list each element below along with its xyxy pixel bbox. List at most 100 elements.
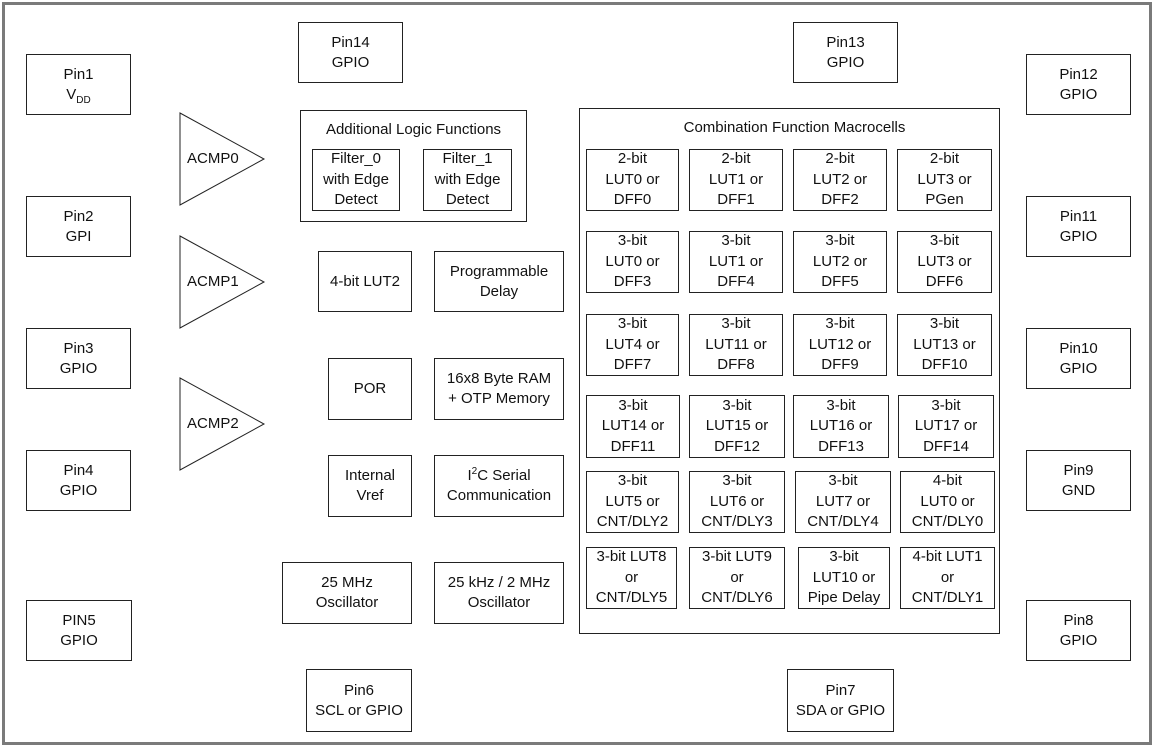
programmable-delay-line1: Programmable [449,262,549,280]
pin6-function: SCL or GPIO [315,701,403,719]
macrocell-line: DFF9 [821,356,859,374]
pin14-box: Pin14 GPIO [298,22,403,83]
ram-line2: + OTP Memory [448,390,550,407]
i2c-superscript: 2 [471,466,478,477]
macrocell-line: or [624,568,639,586]
macrocell-line: 2-bit [929,150,960,168]
ram-line1: 16x8 Byte RAM [446,370,552,387]
macrocells-title: Combination Function Macrocells [683,119,906,136]
macrocell-line: LUT2 or [812,170,868,188]
pin14-label: Pin14 [331,33,370,51]
macrocell-line: LUT14 or [601,417,665,435]
macrocell-line: Pipe Delay [807,589,881,607]
pin1-label: Pin1 [63,65,94,83]
acmp1-triangle-icon [179,235,266,329]
oscillator-25mhz-box: 25 MHz Oscillator [282,562,412,624]
osc25m-line1: 25 MHz [321,574,373,591]
pin9-box: Pin9 GND [1026,450,1131,511]
macrocell-line: LUT12 or [808,335,872,353]
pin8-box: Pin8 GPIO [1026,600,1131,661]
macrocell-line: 3-bit [617,472,648,490]
pin7-function: SDA or GPIO [795,701,886,719]
macrocell-line: LUT5 or [605,492,660,510]
osc25k-line2: Oscillator [467,594,531,611]
i2c-line1: I2C Serial [467,466,531,485]
macrocell-line: 3-bit [617,232,648,250]
macrocell-line: or [730,568,744,586]
macrocell-line: DFF8 [717,356,755,374]
pin5-label: PIN5 [62,611,96,629]
vref-line1: Internal [344,467,396,484]
macrocell-line: DFF10 [921,356,968,374]
macrocell-line: 3-bit [721,315,751,333]
macrocell-line: CNT/DLY2 [596,513,669,531]
osc25m-line2: Oscillator [315,594,379,611]
macrocell-line: 3-bit [929,232,960,250]
pin13-label: Pin13 [826,33,865,51]
macrocell-line: LUT1 or [708,170,764,188]
pin9-label: Pin9 [1063,461,1094,479]
macrocell-line: LUT7 or [815,492,871,510]
macrocell-line: 3-bit [931,396,961,414]
macrocell-line: DFF14 [923,437,969,455]
acmp0-triangle-icon [179,112,266,206]
macrocell-line: DFF12 [714,437,760,455]
macrocell-line: LUT2 or [812,252,868,270]
pin6-label: Pin6 [343,681,375,699]
macrocell-line: DFF6 [925,273,964,291]
pin8-label: Pin8 [1063,611,1094,629]
pin1-box: Pin1 VDD [26,54,131,115]
pin11-box: Pin11 GPIO [1026,196,1131,257]
pin7-box: Pin7 SDA or GPIO [787,669,894,732]
osc25k-line1: 25 kHz / 2 MHz [447,574,551,591]
macrocell-line: LUT3 or [917,170,972,188]
pin11-function: GPIO [1059,227,1098,245]
macrocell-line: LUT10 or [812,568,876,586]
acmp1-label: ACMP1 [187,273,239,290]
filter0-line1: Filter_0 [330,150,382,168]
por-label: POR [353,380,387,397]
programmable-delay-box: Programmable Delay [434,251,564,312]
acmp2-label: ACMP2 [187,415,239,432]
macrocell-line: 3-bit [825,232,855,250]
macrocell-line: 3-bit [618,396,648,414]
pin3-function: GPIO [59,359,98,377]
pin10-box: Pin10 GPIO [1026,328,1131,389]
macrocell-line: CNT/DLY3 [701,513,773,531]
macrocell-line: LUT17 or [914,417,978,435]
macrocell-line: 3-bit [722,396,752,414]
pin1-subscript: DD [76,94,91,106]
macrocell-line: 3-bit [929,315,960,333]
macrocell-line: DFF5 [821,273,859,291]
vref-line2: Vref [356,487,384,504]
macrocell-line: DFF1 [717,191,755,209]
macrocell-line: CNT/DLY6 [701,589,773,607]
macrocell-line: LUT11 or [705,335,767,353]
acmp0-label: ACMP0 [187,150,239,167]
macrocell-line: 3-bit [825,315,855,333]
pin9-function: GND [1061,481,1096,499]
i2c-line2: Communication [446,487,552,504]
por-box: POR [328,358,412,420]
macrocell-line: or [940,568,955,586]
pin12-label: Pin12 [1059,65,1098,83]
macrocell-line: DFF0 [613,191,652,209]
pin12-function: GPIO [1059,85,1098,103]
macrocell-line: 4-bit LUT1 [912,548,983,566]
macrocell-line: DFF3 [613,273,652,291]
internal-vref-box: Internal Vref [328,455,412,517]
filter1-line1: Filter_1 [442,150,493,168]
pin10-function: GPIO [1059,359,1098,377]
pin13-box: Pin13 GPIO [793,22,898,83]
